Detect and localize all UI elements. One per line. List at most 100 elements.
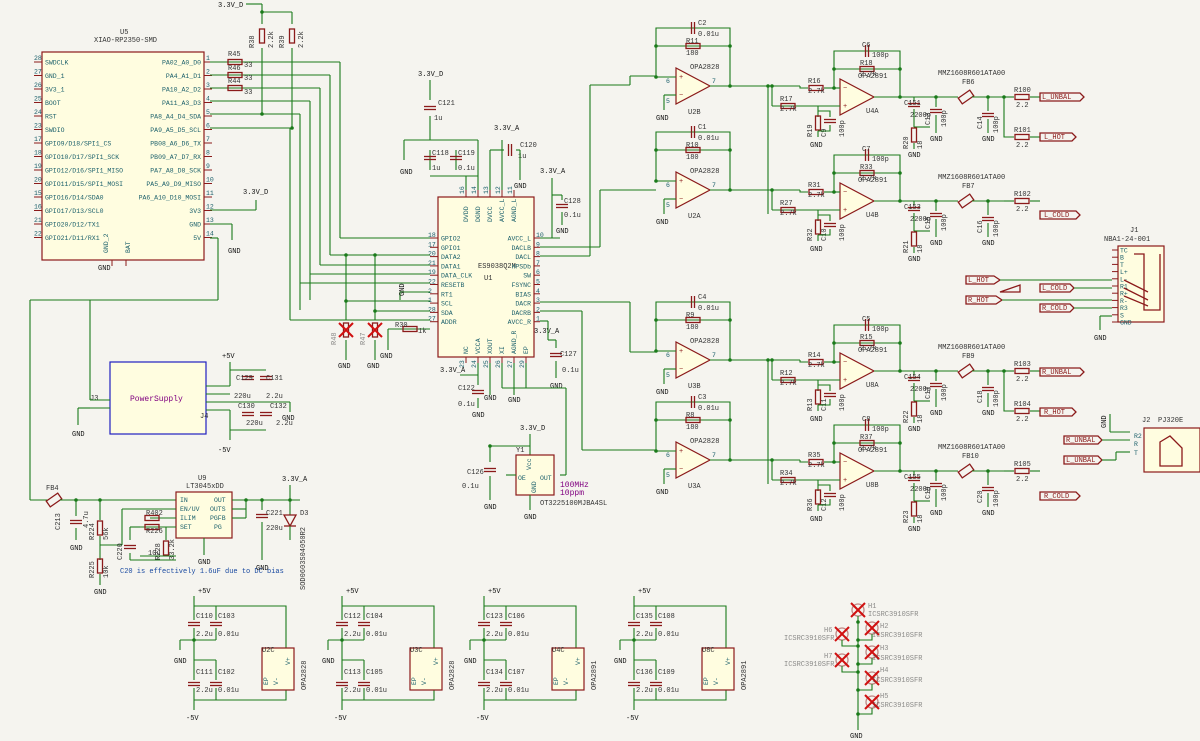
cap-ref: C13	[925, 112, 933, 125]
svg-text:10k: 10k	[103, 565, 111, 578]
u1-pin-num: 13	[483, 186, 490, 194]
res-value: 2.2	[1016, 476, 1029, 484]
svg-text:OUTS: OUTS	[210, 506, 226, 513]
res-ref: R32	[807, 228, 815, 241]
svg-text:L_HOT: L_HOT	[1044, 134, 1065, 142]
u1-pin-name: DATA_CLK	[441, 273, 472, 280]
svg-text:GND: GND	[228, 248, 241, 256]
svg-text:L_COLD: L_COLD	[1044, 212, 1069, 220]
left-channel-hot-stage: OPA2828U2B657GNDC20.01uR11180OPA2891U4AR…	[654, 20, 1040, 160]
u5-pin-num: 7	[206, 136, 210, 143]
hole-value: ICSRC3910SFR	[784, 661, 835, 669]
svg-text:U9: U9	[198, 475, 206, 483]
svg-text:56k: 56k	[103, 527, 111, 540]
cap-ref: C104	[366, 613, 383, 621]
svg-text:C220: C220	[117, 543, 125, 560]
j2-r-unbal-label: R_UNBAL	[1066, 437, 1095, 445]
vplus-pin: V+	[285, 657, 292, 665]
svg-text:C126: C126	[467, 469, 484, 477]
svg-text:GND: GND	[98, 265, 111, 273]
opamp-ref: U3B	[688, 383, 701, 391]
pin-num: 5	[666, 472, 670, 479]
res-ref: R105	[1014, 461, 1031, 469]
gnd-label: GND	[908, 426, 921, 434]
cap-value: 2.2u	[196, 687, 213, 695]
cap-ref: C154	[904, 374, 921, 382]
cap-ref: C19	[925, 486, 933, 499]
gnd-label: GND	[614, 658, 627, 666]
cap-value: 100p	[872, 52, 889, 60]
svg-text:C131: C131	[266, 375, 283, 383]
cap-ref: C14	[977, 116, 985, 129]
u1-pin-num: 24	[471, 360, 478, 368]
cap-value: 0.01u	[218, 687, 239, 695]
svg-text:10ppm: 10ppm	[560, 489, 584, 498]
cap-ref: C15	[925, 216, 933, 229]
svg-text:R2: R2	[1134, 433, 1142, 440]
u5-pin-name: 5V	[193, 235, 201, 242]
u5-pin-name: GND	[189, 222, 201, 229]
svg-text:GND: GND	[256, 565, 269, 573]
cap-value: 100p	[872, 426, 889, 434]
res-ref: R18	[860, 60, 873, 68]
cap-ref: C1	[698, 124, 706, 132]
cap-ref: C109	[658, 669, 675, 677]
j1-pin: TC	[1120, 248, 1128, 255]
res-value: 2.7k	[808, 362, 825, 370]
svg-text:OT3225100MJBA4SL: OT3225100MJBA4SL	[540, 500, 607, 508]
y1-oscillator: 3.3V_D C126 0.1u GND Y1 OE Vcc GND OUT G…	[462, 425, 607, 522]
opamp-ref: U8B	[866, 482, 879, 490]
res-ref: R17	[780, 96, 793, 104]
svg-text:0.1u: 0.1u	[458, 165, 475, 173]
svg-text:C213: C213	[55, 513, 63, 530]
u1-pin-name: NC	[463, 346, 470, 354]
svg-text:NBA1-24-001: NBA1-24-001	[1104, 236, 1150, 244]
svg-text:C118: C118	[432, 150, 449, 158]
svg-text:OUT: OUT	[540, 475, 552, 482]
svg-text:PowerSupply: PowerSupply	[130, 395, 183, 404]
cap-value: 100p	[839, 224, 847, 241]
svg-text:R_HOT: R_HOT	[1044, 409, 1065, 417]
opamp-value: OPA2891	[858, 177, 887, 185]
cap-value: 100p	[872, 156, 889, 164]
svg-text:C128: C128	[564, 198, 581, 206]
u5-pin-name: GPIO21/D11/RX1	[45, 235, 100, 242]
svg-text:J3: J3	[90, 395, 98, 403]
u1-pin-name: DACR	[515, 301, 531, 308]
u1-pin-name: SW	[523, 273, 531, 280]
cap-ref: C17	[925, 386, 933, 399]
pin-num: 5	[666, 202, 670, 209]
unit-ref: U3C	[410, 647, 423, 655]
u5-pin-num: 25	[34, 96, 42, 103]
pin-num: 7	[712, 352, 716, 359]
svg-text:2.2k: 2.2k	[298, 31, 306, 48]
vminus-pin: V-	[563, 677, 570, 685]
gnd-label: GND	[982, 136, 995, 144]
svg-text:R_UNBAL: R_UNBAL	[1042, 369, 1071, 377]
opamp-value: OPA2891	[858, 347, 887, 355]
j1-pin: R1	[1120, 284, 1128, 291]
cap-ref: C111	[196, 669, 213, 677]
u5-pin-name: GPIO9/D18/SPI1_CS	[45, 141, 111, 148]
res-value: 180	[686, 424, 699, 432]
unit-value: OPA2891	[591, 661, 599, 690]
j1-r-hot-label: R_HOT	[968, 297, 989, 305]
res-ref: R104	[1014, 401, 1031, 409]
svg-text:3.3V_D: 3.3V_D	[418, 71, 443, 79]
res-value: 2.7k	[808, 88, 825, 96]
svg-text:Y1: Y1	[516, 447, 524, 455]
ep-pin: EP	[553, 677, 560, 685]
res-value: 2.7k	[860, 445, 877, 453]
vminus-pin: V-	[421, 677, 428, 685]
u1-pin-num: 4	[536, 288, 540, 295]
u5-pin-num: 3	[206, 82, 210, 89]
cap-value: 100p	[941, 484, 949, 501]
u1-pin-num: 16	[459, 186, 466, 194]
svg-text:3.3V_D: 3.3V_D	[218, 2, 243, 10]
cap-value: 0.01u	[658, 631, 679, 639]
svg-text:4.7u: 4.7u	[83, 511, 91, 528]
cap-value: 0.01u	[218, 631, 239, 639]
res-ref: R16	[808, 78, 821, 86]
